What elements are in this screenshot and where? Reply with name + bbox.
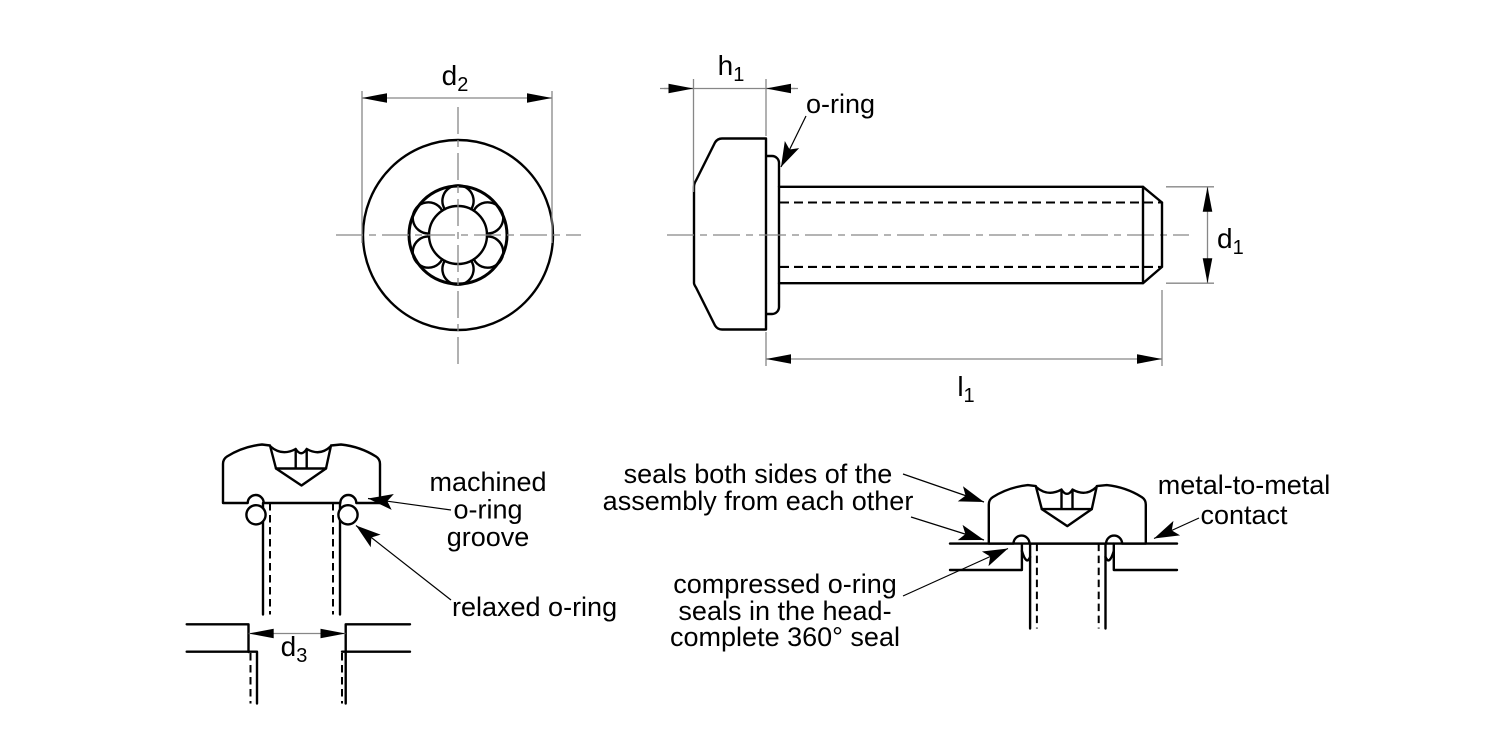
metal-contact-callout: metal-to-metal contact — [1153, 470, 1331, 540]
shank-lines — [1028, 542, 1107, 630]
head-side-profile — [692, 137, 768, 331]
dim-d2-label: d2 — [442, 60, 469, 96]
compressed-oring-callout: compressed o-ring seals in the head- com… — [670, 547, 1009, 652]
shank-outline — [777, 185, 1164, 285]
clearance-plate — [185, 623, 412, 705]
dimension-h1: h1 — [660, 50, 798, 366]
compressed-oring-bulges — [1020, 549, 1115, 562]
sectioned-head — [987, 483, 1148, 545]
shank-lines — [261, 501, 342, 616]
leader-line — [1153, 517, 1200, 540]
front-view-group: d2 — [336, 60, 581, 364]
leader-line — [780, 115, 807, 168]
metal-contact-label-line1: metal-to-metal — [1158, 470, 1331, 500]
machined-groove-label-line2: o-ring — [453, 495, 522, 525]
metal-contact-label-line2: contact — [1200, 500, 1288, 530]
relaxed-oring-left — [245, 503, 267, 526]
machined-groove-callout: machined o-ring groove — [367, 467, 547, 552]
leader-line-upper — [902, 473, 985, 503]
hidden-hole-lines — [249, 653, 343, 704]
compressed-label-line2: seals in the head- — [678, 596, 891, 626]
leader-line — [902, 547, 1009, 597]
dimension-l1: l1 — [766, 290, 1163, 407]
machined-groove-label-line3: groove — [447, 522, 530, 552]
seals-label-line1: seals both sides of the — [624, 459, 893, 489]
dimension-d3: d3 — [248, 628, 346, 667]
dim-l1-label: l1 — [957, 371, 974, 407]
assembly-detail-group: seals both sides of the assembly from ea… — [603, 459, 1331, 652]
leader-line — [367, 494, 452, 511]
compressed-label-line3: complete 360° seal — [670, 622, 900, 652]
thread-hidden-lines — [1035, 543, 1100, 629]
thread-hidden-lines — [269, 503, 334, 615]
side-view-group: h1 o-ring d1 l1 — [660, 50, 1244, 407]
compressed-label-line1: compressed o-ring — [673, 569, 897, 599]
oring-label: o-ring — [806, 89, 875, 119]
dim-h1-label: h1 — [718, 50, 745, 86]
sectioned-head — [221, 443, 382, 505]
dim-d1-label: d1 — [1217, 223, 1244, 259]
thread-minor-diameter-lines — [780, 201, 1162, 268]
machined-groove-label-line1: machined — [429, 467, 546, 497]
relaxed-oring-right — [337, 503, 359, 526]
groove-detail-group: d3 machined o-ring groove relaxed o-ring — [185, 443, 617, 705]
relaxed-oring-callout: relaxed o-ring — [355, 525, 617, 622]
seals-both-sides-callout: seals both sides of the assembly from ea… — [603, 459, 985, 541]
relaxed-oring-label: relaxed o-ring — [452, 592, 617, 622]
leader-line-lower — [910, 516, 985, 541]
plate-outline — [185, 623, 412, 705]
seals-label-line2: assembly from each other — [603, 486, 914, 516]
leader-line — [355, 525, 452, 601]
dimension-d1: d1 — [1166, 186, 1244, 284]
oring-callout: o-ring — [780, 89, 875, 168]
plate-outline — [948, 542, 1179, 572]
dimension-d2: d2 — [361, 60, 553, 243]
dim-d3-label: d3 — [281, 631, 308, 667]
